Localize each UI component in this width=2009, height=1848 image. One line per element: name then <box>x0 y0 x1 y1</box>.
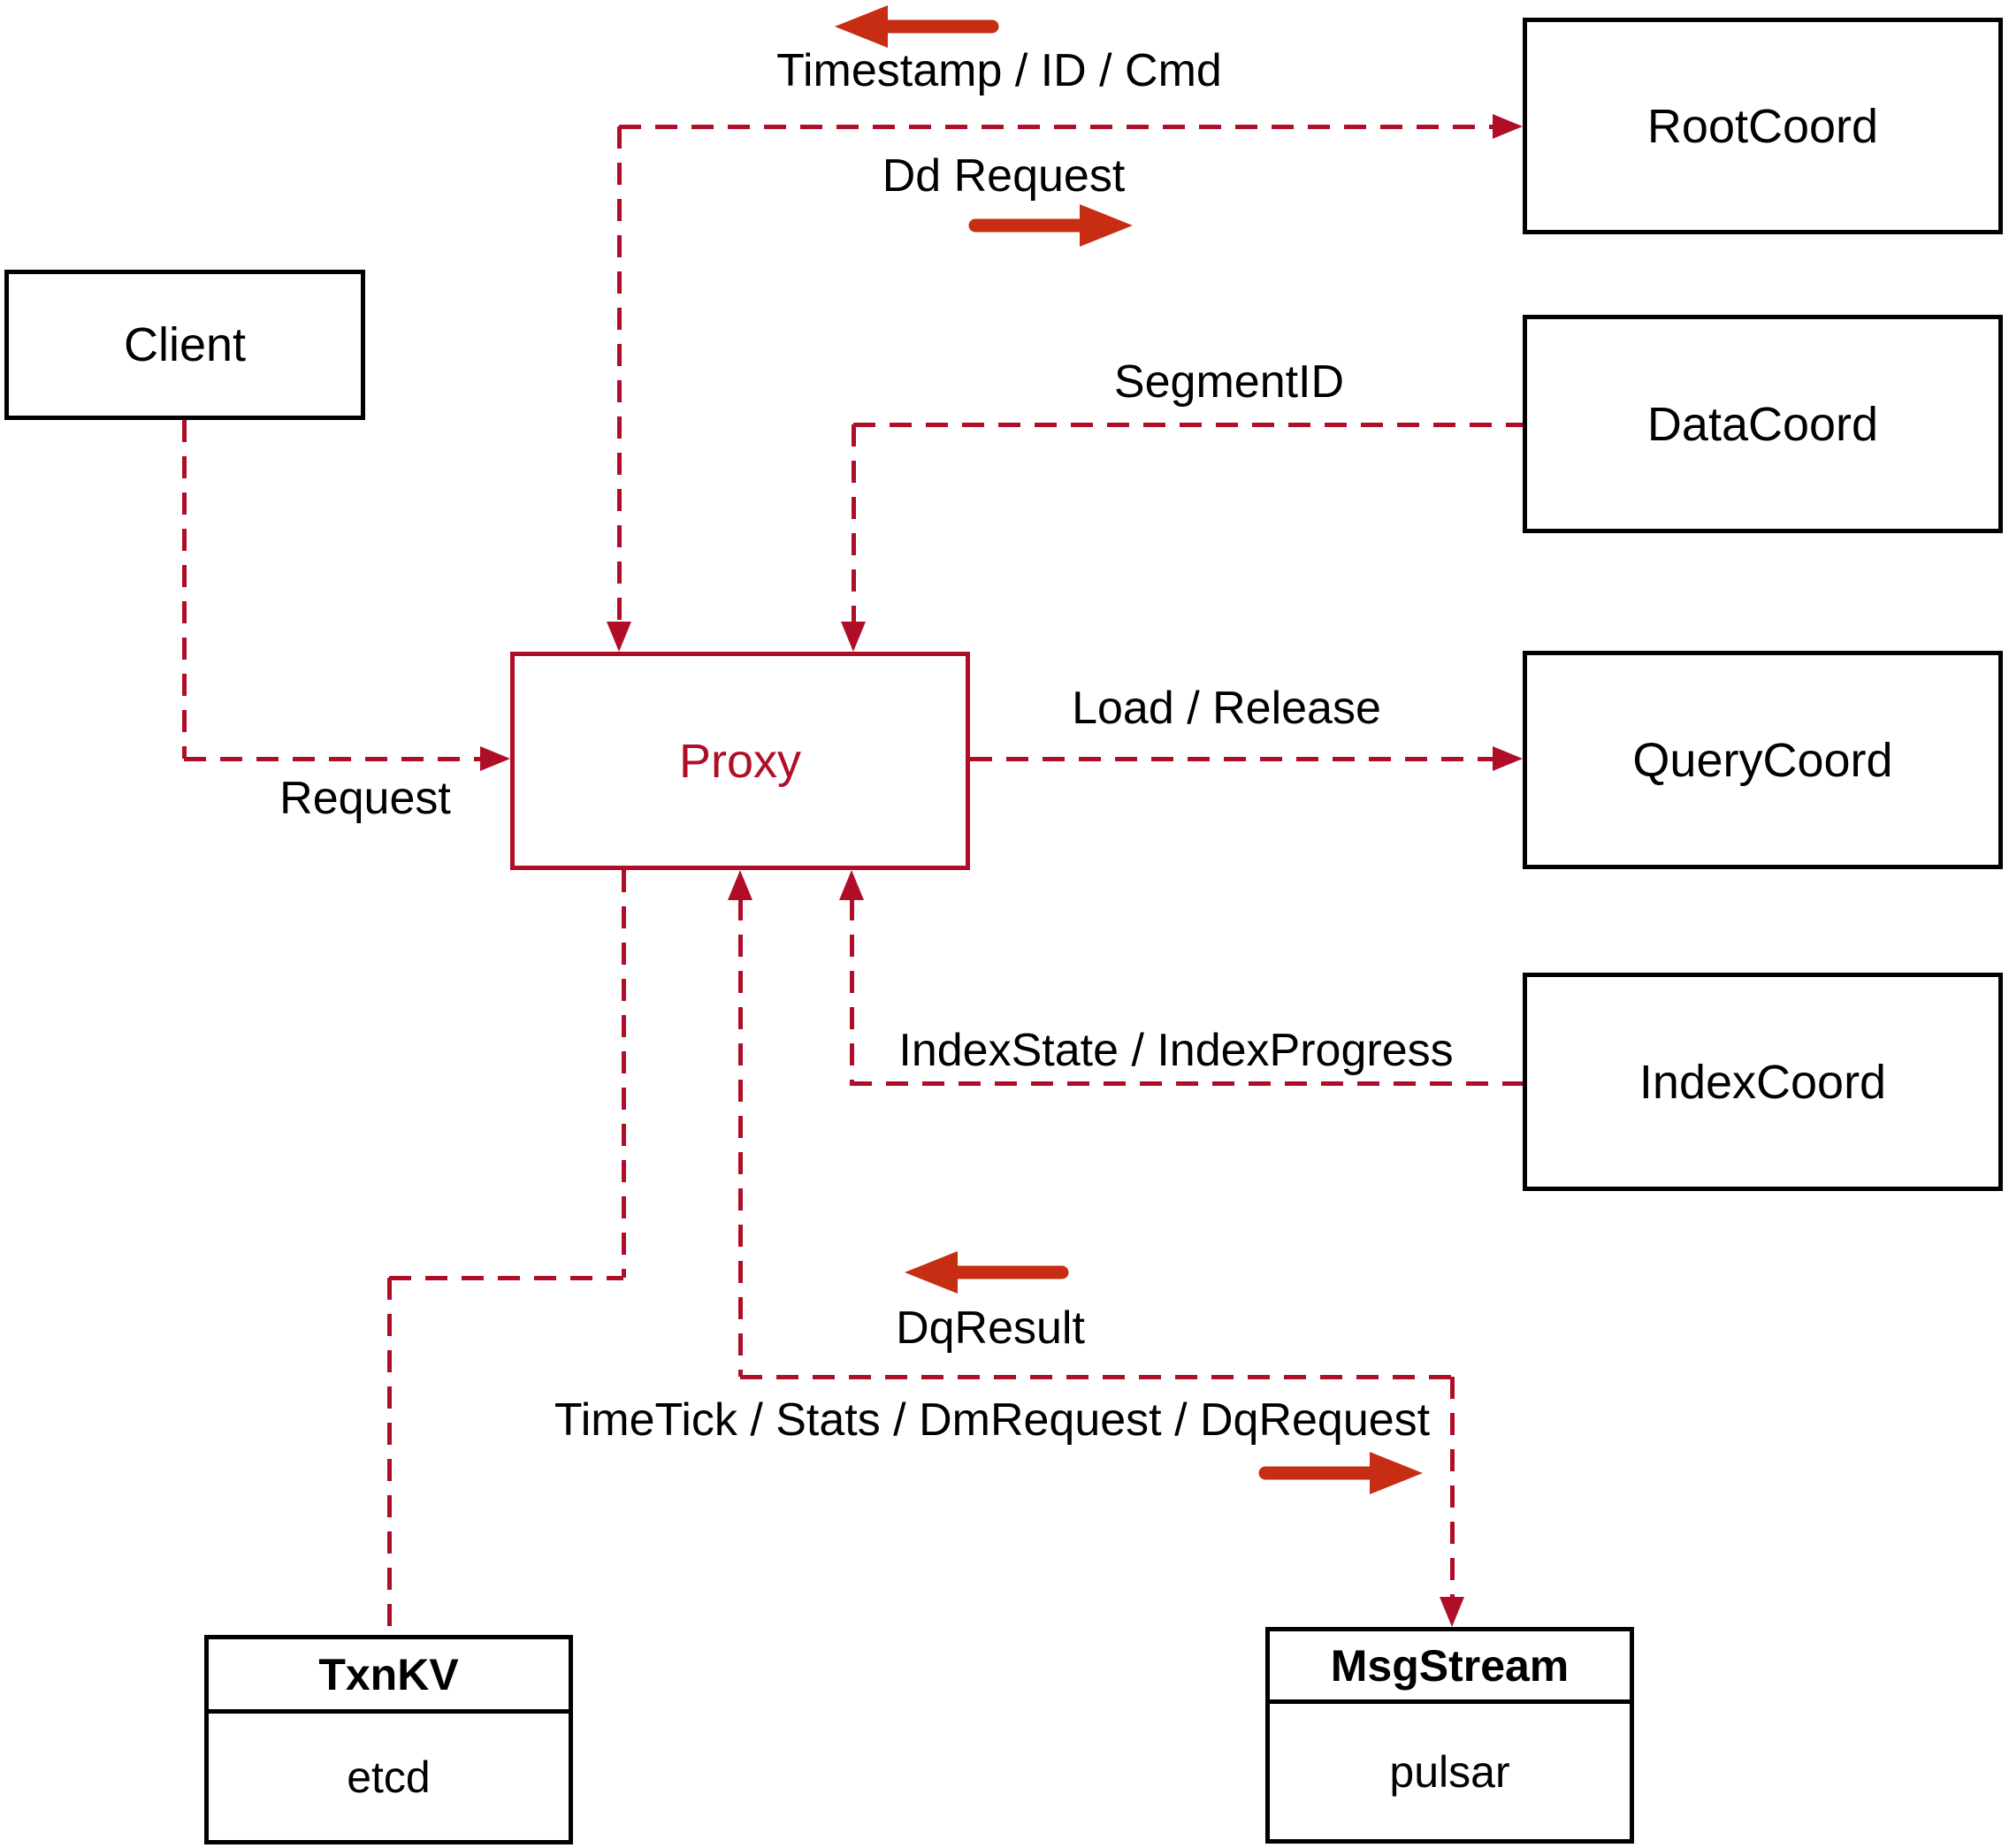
proxy-label: Proxy <box>678 734 802 788</box>
edge-client-proxy-vline <box>182 420 187 759</box>
arrowhead-into-proxy-top-right-icon <box>841 622 866 652</box>
edge-proxy-txnkv-vline1 <box>622 870 626 1278</box>
msgstream-impl: pulsar <box>1389 1746 1510 1797</box>
client-node: Client <box>4 270 365 420</box>
msgstream-title: MsgStream <box>1270 1631 1630 1704</box>
indexcoord-label: IndexCoord <box>1639 1055 1887 1109</box>
left-direction-arrow-icon <box>835 5 999 48</box>
edge-datacoord-proxy-vline <box>852 424 856 623</box>
rootcoord-node: RootCoord <box>1523 18 2003 234</box>
client-label: Client <box>123 318 247 371</box>
edge-client-proxy-hline <box>184 757 482 761</box>
edge-indexcoord-proxy-vline <box>850 898 854 1081</box>
edge-proxy-msgstream-hline <box>740 1375 1454 1379</box>
edge-label-request: Request <box>279 773 451 824</box>
querycoord-label: QueryCoord <box>1632 733 1893 787</box>
arrowhead-into-proxy-left-icon <box>480 746 510 771</box>
querycoord-node: QueryCoord <box>1523 651 2003 869</box>
edge-proxy-querycoord-hline <box>970 757 1493 761</box>
left-direction-arrow-icon <box>905 1251 1069 1294</box>
right-direction-arrow-icon <box>968 204 1133 247</box>
arrowhead-into-rootcoord-icon <box>1493 114 1523 139</box>
datacoord-node: DataCoord <box>1523 315 2003 533</box>
edge-label-timestamp-id-cmd: Timestamp / ID / Cmd <box>776 45 1222 96</box>
edge-indexcoord-proxy-hline <box>850 1081 1523 1086</box>
right-direction-arrow-icon <box>1258 1452 1423 1494</box>
edge-proxy-rootcoord-vline <box>617 126 622 623</box>
txnkv-title: TxnKV <box>209 1639 569 1714</box>
edge-proxy-msgstream-vline1 <box>738 898 743 1377</box>
edge-label-timetick-stats-dmrequest-dqrequest: TimeTick / Stats / DmRequest / DqRequest <box>554 1394 1431 1446</box>
arrowhead-into-msgstream-icon <box>1440 1597 1464 1627</box>
txnkv-node: TxnKV etcd <box>204 1635 573 1844</box>
edge-datacoord-proxy-hline <box>853 423 1523 427</box>
rootcoord-label: RootCoord <box>1646 99 1879 153</box>
edge-proxy-msgstream-vline2 <box>1450 1377 1455 1599</box>
edge-proxy-rootcoord-hline <box>619 125 1493 129</box>
indexcoord-node: IndexCoord <box>1523 973 2003 1191</box>
datacoord-label: DataCoord <box>1646 397 1879 451</box>
edge-label-dqresult: DqResult <box>896 1302 1085 1354</box>
proxy-node: Proxy <box>510 652 970 870</box>
arrowhead-into-proxy-top-left-icon <box>607 622 631 652</box>
edge-label-indexstate-indexprogress: IndexState / IndexProgress <box>898 1025 1454 1076</box>
arrowhead-into-querycoord-icon <box>1493 746 1523 771</box>
arrowhead-into-proxy-bottom-left-icon <box>728 870 752 900</box>
edge-proxy-txnkv-vline2 <box>387 1278 392 1635</box>
txnkv-impl: etcd <box>347 1752 431 1802</box>
edge-label-dd-request: Dd Request <box>882 150 1126 202</box>
arrowhead-into-proxy-bottom-right-icon <box>839 870 864 900</box>
edge-label-load-release: Load / Release <box>1072 683 1381 734</box>
edge-proxy-txnkv-hline <box>389 1276 623 1280</box>
msgstream-node: MsgStream pulsar <box>1265 1627 1634 1844</box>
edge-label-segmentid: SegmentID <box>1113 356 1345 408</box>
